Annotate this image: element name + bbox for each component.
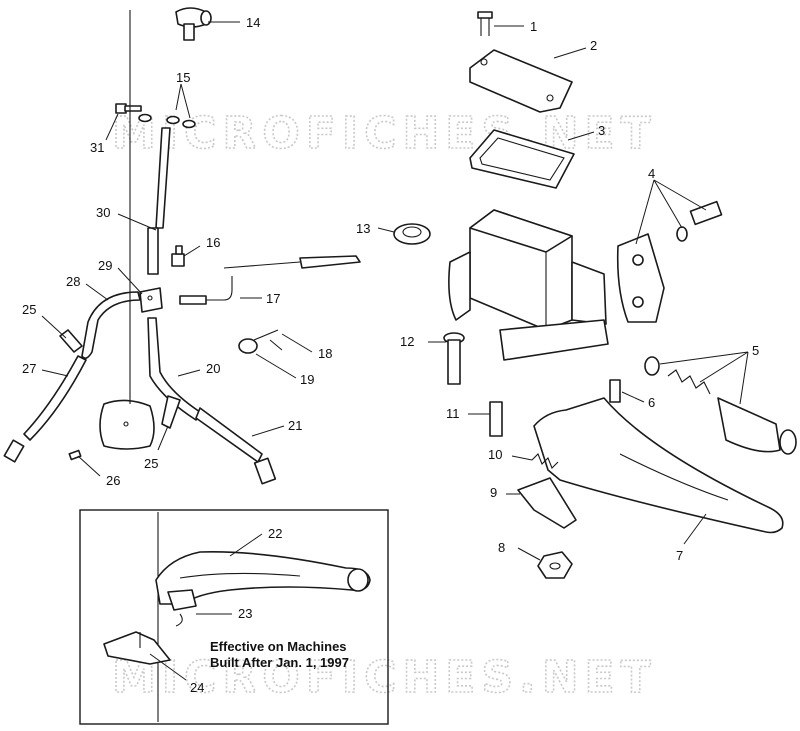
callout-12: 12 bbox=[400, 334, 414, 349]
callout-13: 13 bbox=[356, 221, 370, 236]
callout-3: 3 bbox=[598, 123, 605, 138]
brake-line-assembly bbox=[3, 7, 361, 485]
left-front-hose-part bbox=[3, 291, 141, 463]
banjo-bolt-part bbox=[115, 103, 142, 114]
callout-8: 8 bbox=[498, 540, 505, 555]
junction-block-part bbox=[139, 287, 163, 313]
callout-23: 23 bbox=[238, 606, 252, 621]
callout-1: 1 bbox=[530, 19, 537, 34]
callout-2: 2 bbox=[590, 38, 597, 53]
parking-adjuster-part bbox=[517, 477, 577, 529]
lever-nut-part bbox=[537, 551, 573, 579]
lever-bolt-part bbox=[489, 401, 503, 437]
hose-clip-part bbox=[238, 329, 279, 354]
inset-note-line1: Effective on Machines bbox=[210, 639, 347, 654]
callout-9: 9 bbox=[490, 485, 497, 500]
callout-29: 29 bbox=[98, 258, 112, 273]
banjo-washers-part bbox=[138, 113, 196, 129]
callout-20: 20 bbox=[206, 361, 220, 376]
callout-14: 14 bbox=[246, 15, 260, 30]
watermark-bottom: MICROFICHES.NET bbox=[112, 652, 657, 703]
callout-4: 4 bbox=[648, 166, 655, 181]
inset-note-line2: Built After Jan. 1, 1997 bbox=[210, 655, 349, 670]
callout-22: 22 bbox=[268, 526, 282, 541]
piston-assembly-part bbox=[644, 356, 797, 455]
reservoir-seal-part bbox=[393, 223, 431, 245]
callout-18: 18 bbox=[318, 346, 332, 361]
pivot-pin-part bbox=[609, 379, 621, 403]
tee-fitting-part bbox=[175, 7, 212, 41]
brake-lever-part bbox=[533, 397, 784, 534]
callout-5: 5 bbox=[752, 343, 759, 358]
callout-24: 24 bbox=[190, 680, 204, 695]
reservoir-body-part bbox=[448, 209, 609, 361]
mount-clamp-part bbox=[616, 200, 723, 323]
bleeder-valve-part bbox=[171, 245, 185, 267]
callout-11: 11 bbox=[446, 406, 460, 421]
watermark-top: MICROFICHES.NET bbox=[112, 108, 657, 159]
inset-pin-part bbox=[167, 589, 197, 627]
callout-7: 7 bbox=[676, 548, 683, 563]
callout-25-left: 25 bbox=[22, 302, 36, 317]
callout-31: 31 bbox=[90, 140, 104, 155]
callout-15: 15 bbox=[176, 70, 190, 85]
hard-line-part bbox=[223, 255, 361, 269]
master-cylinder-assembly bbox=[393, 11, 797, 579]
callout-19: 19 bbox=[300, 372, 314, 387]
right-front-hose-part bbox=[147, 317, 277, 485]
callout-10: 10 bbox=[488, 447, 502, 462]
callout-6: 6 bbox=[648, 395, 655, 410]
upper-hose-fitting-part bbox=[147, 227, 159, 275]
callout-28: 28 bbox=[66, 274, 80, 289]
inset-frame bbox=[79, 509, 389, 725]
callout-27: 27 bbox=[22, 361, 36, 376]
mount-plate-part bbox=[68, 10, 155, 461]
lever-spring-part bbox=[531, 453, 559, 469]
callout-17: 17 bbox=[266, 291, 280, 306]
callout-16: 16 bbox=[206, 235, 220, 250]
right-callouts: 1 2 3 4 13 5 6 12 11 10 9 8 7 bbox=[356, 19, 759, 563]
inset-detail: 22 23 24 Effective on Machines Built Aft… bbox=[79, 509, 389, 725]
inset-lever-part bbox=[155, 551, 371, 605]
reservoir-cover-part bbox=[469, 49, 573, 113]
pivot-bolt-part bbox=[443, 332, 465, 385]
cover-screw-part bbox=[477, 11, 493, 36]
callout-30: 30 bbox=[96, 205, 110, 220]
brake-line-to-master-part bbox=[179, 276, 233, 305]
upper-hose-part bbox=[155, 127, 171, 229]
callout-25-right: 25 bbox=[144, 456, 158, 471]
diaphragm-part bbox=[469, 129, 575, 189]
callout-21: 21 bbox=[288, 418, 302, 433]
left-callouts: 14 15 31 30 16 29 17 28 25 27 20 18 19 2… bbox=[22, 15, 332, 488]
callout-26: 26 bbox=[106, 473, 120, 488]
